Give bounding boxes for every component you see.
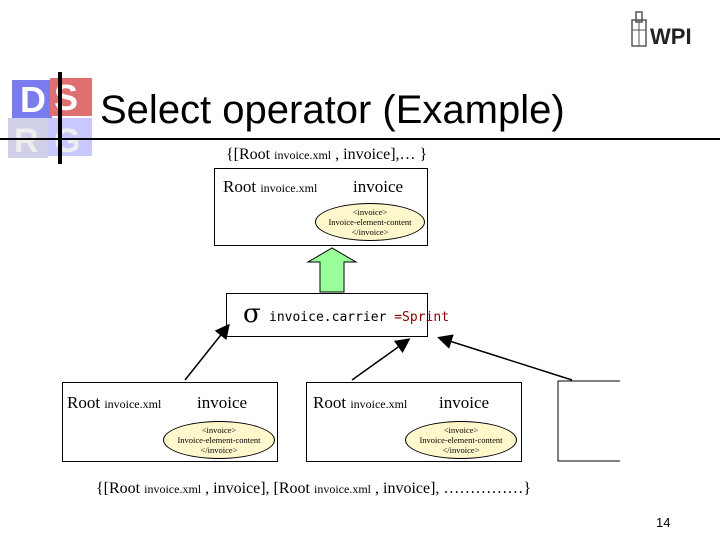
svg-text:D: D	[20, 79, 46, 120]
wpi-logo-icon: WPI	[631, 11, 692, 49]
subtitle: {[Root invoice.xml , invoice],… }	[226, 146, 428, 163]
input-arrow-left	[184, 323, 230, 381]
slide-title: Select operator (Example)	[100, 88, 565, 132]
root-label-left: Root invoice.xml	[67, 393, 162, 412]
title-rule	[0, 138, 720, 140]
bottom-caption: {[Root invoice.xml , invoice], [Root inv…	[96, 480, 532, 497]
input-box-left: Root invoice.xml invoice <invoice> Invoi…	[62, 382, 278, 462]
page-number: 14	[656, 515, 671, 530]
svg-text:G: G	[54, 122, 80, 160]
output-arrow-icon	[306, 247, 358, 293]
ds-logo-icon: D S R G	[8, 72, 92, 164]
result-box: Root invoice.xml invoice <invoice> Invoi…	[214, 168, 428, 246]
invoice-label-middle: invoice	[439, 393, 490, 412]
svg-text:S: S	[54, 77, 78, 118]
invoice-label-left: invoice	[197, 393, 248, 412]
root-label-middle: Root invoice.xml	[313, 393, 408, 412]
input-arrow-middle	[351, 338, 411, 381]
invoice-content-oval-middle: <invoice> Invoice-element-content </invo…	[405, 421, 517, 459]
invoice-content-oval-left: <invoice> Invoice-element-content </invo…	[163, 421, 275, 459]
svg-text:R: R	[14, 122, 39, 160]
root-label: Root invoice.xml	[223, 177, 318, 196]
select-operator-box: σ invoice.carrier =Sprint	[226, 293, 449, 337]
input-box-right	[557, 380, 620, 462]
invoice-label: invoice	[353, 177, 404, 196]
select-condition: invoice.carrier =Sprint	[269, 310, 450, 325]
wpi-text: WPI	[650, 24, 692, 49]
input-arrow-right	[437, 334, 573, 381]
sigma-symbol: σ	[243, 299, 261, 329]
invoice-content-oval: <invoice> Invoice-element-content </invo…	[315, 203, 425, 241]
input-box-middle: Root invoice.xml invoice <invoice> Invoi…	[306, 382, 522, 462]
